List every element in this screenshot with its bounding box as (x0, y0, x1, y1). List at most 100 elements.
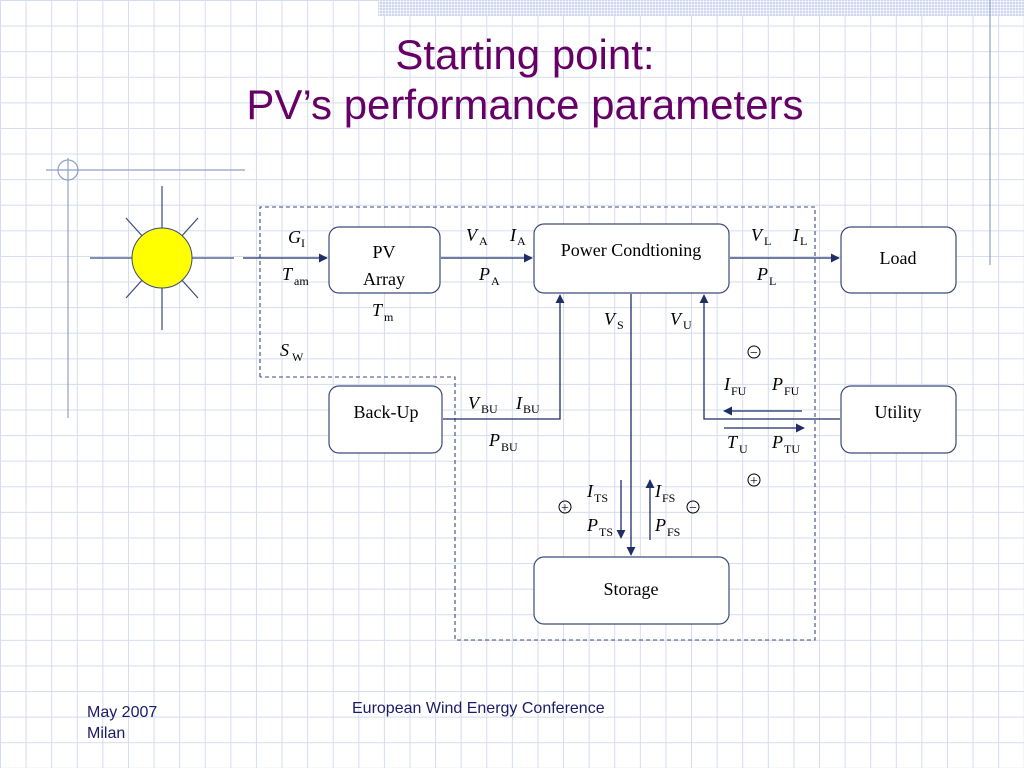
svg-text:L: L (764, 234, 771, 248)
svg-text:FU: FU (784, 384, 800, 398)
svg-text:TS: TS (594, 491, 608, 505)
pv-array-label-1: PV (372, 242, 395, 262)
utility-to-conditioning-arrow (699, 294, 840, 420)
backup-block: Back-Up (328, 385, 443, 454)
svg-text:BU: BU (501, 440, 518, 454)
svg-text:P: P (586, 515, 598, 535)
svg-text:FU: FU (731, 384, 747, 398)
svg-text:I: I (723, 374, 731, 394)
svg-text:I: I (301, 236, 305, 250)
plus-sign-storage: + (558, 500, 572, 516)
footer-date-line: May 2007 (87, 704, 158, 721)
svg-text:BU: BU (481, 402, 498, 416)
load-label: Load (880, 248, 917, 268)
storage-label: Storage (604, 579, 659, 599)
svg-text:V: V (670, 309, 683, 329)
power-conditioning-block: Power Condtioning (533, 223, 730, 294)
svg-text:TU: TU (784, 442, 800, 456)
slide-title: Starting point: PV’s performance paramet… (0, 30, 1024, 130)
footer-date: May 2007 Milan (87, 702, 157, 744)
svg-text:W: W (292, 350, 304, 364)
svg-text:T: T (727, 432, 739, 452)
svg-text:P: P (654, 515, 666, 535)
load-block: Load (840, 226, 957, 294)
decoration-circle (57, 159, 79, 181)
svg-text:−: − (689, 501, 697, 516)
svg-text:−: − (750, 346, 758, 361)
title-line-2: PV’s performance parameters (246, 81, 804, 128)
svg-text:TS: TS (599, 525, 613, 539)
minus-sign-storage: − (686, 500, 700, 516)
pv-array-label-2: Array (363, 269, 405, 289)
system-boundary (259, 206, 816, 641)
footer-place-line: Milan (87, 725, 126, 742)
svg-text:P: P (771, 432, 783, 452)
svg-text:I: I (515, 393, 523, 413)
svg-text:G: G (288, 227, 301, 247)
plus-sign-utility: + (747, 473, 761, 489)
svg-text:I: I (586, 481, 594, 501)
svg-text:m: m (384, 310, 394, 324)
svg-text:I: I (792, 225, 800, 245)
svg-text:V: V (466, 225, 479, 245)
svg-text:I: I (509, 225, 517, 245)
svg-text:am: am (294, 274, 309, 288)
svg-text:+: + (750, 474, 758, 489)
svg-text:I: I (654, 481, 662, 501)
footer-conference: European Wind Energy Conference (352, 700, 605, 717)
svg-text:BU: BU (523, 402, 540, 416)
storage-block: Storage (533, 556, 730, 625)
svg-text:V: V (604, 309, 617, 329)
corner-decoration-band (378, 0, 1024, 16)
svg-text:P: P (478, 264, 490, 284)
pv-array-block: PV Array (328, 226, 441, 294)
backup-to-conditioning-arrow (443, 294, 565, 420)
utility-block: Utility (840, 385, 957, 454)
minus-sign-utility: − (747, 345, 761, 361)
backup-label: Back-Up (354, 402, 419, 422)
svg-text:FS: FS (662, 491, 675, 505)
svg-text:A: A (491, 274, 500, 288)
svg-text:A: A (517, 234, 526, 248)
svg-text:P: P (771, 374, 783, 394)
svg-text:S: S (617, 318, 624, 332)
title-line-1: Starting point: (395, 31, 655, 78)
svg-text:L: L (800, 234, 807, 248)
svg-text:T: T (282, 264, 294, 284)
svg-text:U: U (739, 442, 748, 456)
svg-text:T: T (372, 300, 384, 320)
svg-text:L: L (769, 274, 776, 288)
svg-text:S: S (280, 340, 289, 360)
power-conditioning-label: Power Condtioning (561, 240, 702, 260)
svg-text:FS: FS (667, 525, 680, 539)
svg-text:P: P (756, 264, 768, 284)
svg-text:+: + (561, 501, 569, 516)
svg-text:U: U (683, 318, 692, 332)
utility-label: Utility (874, 402, 921, 422)
svg-text:V: V (468, 393, 481, 413)
